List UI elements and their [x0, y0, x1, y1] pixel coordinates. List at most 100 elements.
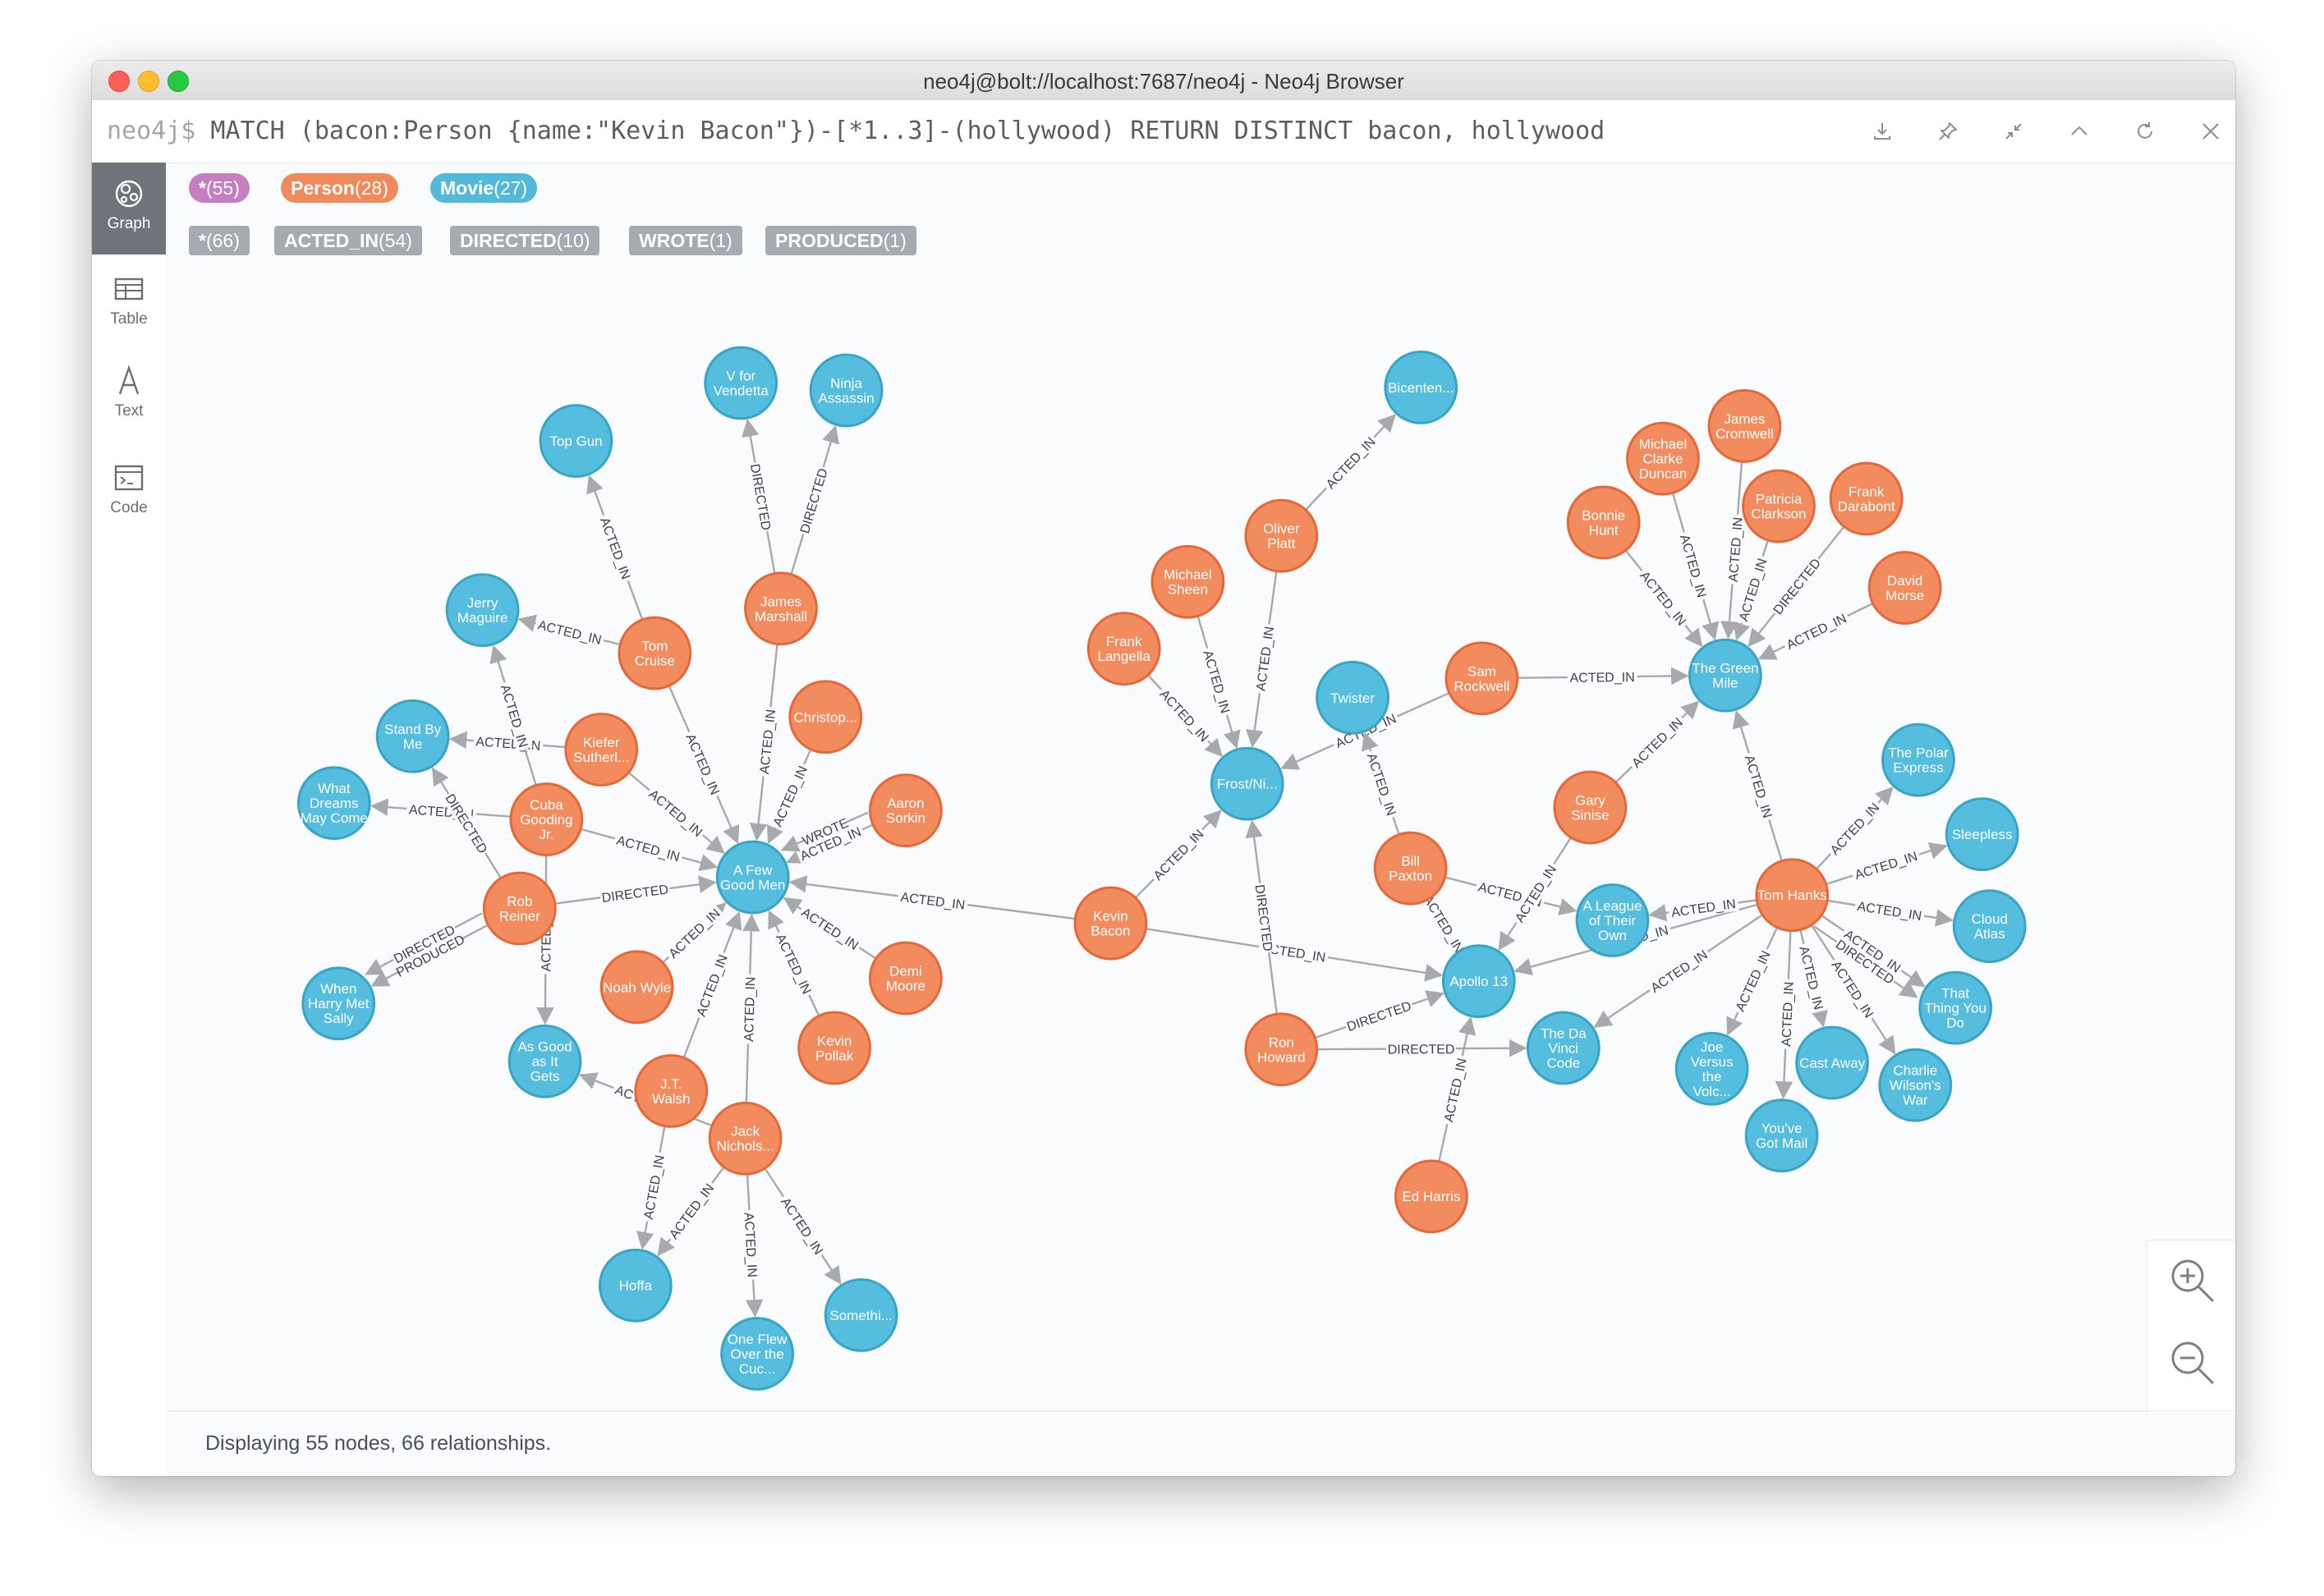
node-circle[interactable] — [1795, 1025, 1869, 1100]
node-circle[interactable] — [868, 773, 943, 848]
relationship-acted-in[interactable]: ACTED_IN — [764, 1167, 842, 1285]
relationship-directed[interactable]: DIRECTED — [1314, 990, 1444, 1039]
relationship-acted-in[interactable]: ACTED_IN — [1305, 414, 1396, 511]
node-person[interactable]: Noah Wyle — [599, 950, 674, 1025]
relationship-acted-in[interactable]: ACTED_IN — [1444, 876, 1578, 916]
window-minimize-button[interactable] — [138, 71, 159, 92]
relationship-acted-in[interactable]: ACTED_IN — [741, 1173, 764, 1318]
relationship-acted-in[interactable]: ACTED_IN — [1362, 732, 1401, 835]
node-circle[interactable] — [1755, 858, 1830, 933]
node-circle[interactable] — [1688, 638, 1762, 713]
node-circle[interactable] — [1744, 1098, 1819, 1173]
label-chip-person[interactable]: Person(28) — [281, 173, 398, 203]
node-circle[interactable] — [1878, 1048, 1953, 1122]
close-icon[interactable] — [2193, 113, 2229, 149]
node-circle[interactable] — [1244, 1012, 1319, 1087]
download-icon[interactable] — [1864, 113, 1900, 149]
node-circle[interactable] — [1566, 485, 1641, 560]
query-editor[interactable]: neo4j$ MATCH (bacon:Person {name:"Kevin … — [107, 117, 1605, 145]
reltype-chip-directed[interactable]: DIRECTED(10) — [450, 226, 600, 255]
node-circle[interactable] — [704, 346, 778, 420]
relationship-acted-in[interactable]: ACTED_IN — [448, 731, 567, 754]
node-circle[interactable] — [482, 871, 557, 946]
node-circle[interactable] — [1674, 1031, 1749, 1106]
node-movie[interactable]: Bicenten... — [1384, 350, 1458, 424]
relationship-directed[interactable]: DIRECTED — [1245, 819, 1278, 1015]
relationship-acted-in[interactable]: ACTED_IN — [1648, 894, 1757, 922]
node-movie[interactable]: Hoffa — [598, 1248, 673, 1323]
window-close-button[interactable] — [108, 71, 130, 92]
node-circle[interactable] — [509, 782, 584, 856]
reltype-chip-wrote[interactable]: WROTE(1) — [629, 226, 742, 255]
relationship-acted-in[interactable]: ACTED_IN — [1517, 667, 1689, 686]
node-circle[interactable] — [1626, 421, 1700, 496]
relationship-acted-in[interactable]: ACTED_IN — [1732, 709, 1783, 862]
node-circle[interactable] — [708, 1101, 783, 1176]
reltype-chip-produced[interactable]: PRODUCED(1) — [765, 226, 916, 255]
relationship-acted-in[interactable]: ACTED_IN — [1826, 842, 1948, 886]
node-circle[interactable] — [1867, 551, 1942, 625]
node-circle[interactable] — [445, 573, 520, 647]
node-movie[interactable]: Somethi... — [824, 1277, 898, 1352]
relationship-acted-in[interactable]: ACTED_IN — [1246, 571, 1278, 748]
node-circle[interactable] — [1918, 970, 1993, 1045]
node-circle[interactable] — [564, 713, 639, 787]
relationship-acted-in[interactable]: ACTED_IN — [1726, 927, 1779, 1036]
refresh-icon[interactable] — [2127, 113, 2163, 149]
sidebar-item-table[interactable]: Table — [92, 258, 166, 350]
node-movie[interactable]: Frost/Ni... — [1210, 746, 1284, 821]
node-circle[interactable] — [1086, 612, 1161, 686]
label-chip-all[interactable]: *(55) — [189, 173, 250, 203]
node-circle[interactable] — [868, 941, 943, 1016]
node-person[interactable]: J.T.Walsh — [634, 1053, 709, 1128]
sidebar-item-code[interactable]: Code — [92, 447, 166, 539]
label-chip-movie[interactable]: Movie(27) — [430, 173, 538, 203]
node-circle[interactable] — [1394, 1159, 1468, 1234]
relationship-acted-in[interactable]: ACTED_IN — [370, 798, 512, 823]
node-circle[interactable] — [1553, 770, 1628, 845]
node-circle[interactable] — [1945, 797, 2019, 871]
relationship-acted-in[interactable]: ACTED_IN — [783, 897, 877, 960]
node-circle[interactable] — [599, 950, 674, 1025]
node-circle[interactable] — [1881, 722, 1955, 797]
node-circle[interactable] — [1829, 461, 1904, 536]
relationship-acted-in[interactable]: ACTED_IN — [1146, 928, 1444, 982]
node-movie[interactable]: Apollo 13 — [1441, 944, 1516, 1018]
sidebar-item-text[interactable]: Text — [92, 350, 166, 442]
relationship-acted-in[interactable]: ACTED_IN — [1826, 897, 1954, 927]
node-circle[interactable] — [598, 1248, 673, 1323]
node-circle[interactable] — [744, 571, 818, 646]
relationship-directed[interactable]: DIRECTED — [1316, 1039, 1527, 1057]
node-movie[interactable]: Twister — [1316, 660, 1389, 735]
relationship-directed[interactable]: DIRECTED — [554, 875, 717, 906]
node-circle[interactable] — [788, 680, 863, 754]
node-circle[interactable] — [797, 1011, 871, 1085]
node-circle[interactable] — [539, 404, 613, 478]
node-circle[interactable] — [1444, 641, 1519, 716]
relationship-acted-in[interactable]: ACTED_IN — [1815, 787, 1894, 870]
relationship-acted-in[interactable]: ACTED_IN — [768, 910, 820, 1016]
relationship-acted-in[interactable]: ACTED_IN — [489, 644, 537, 786]
